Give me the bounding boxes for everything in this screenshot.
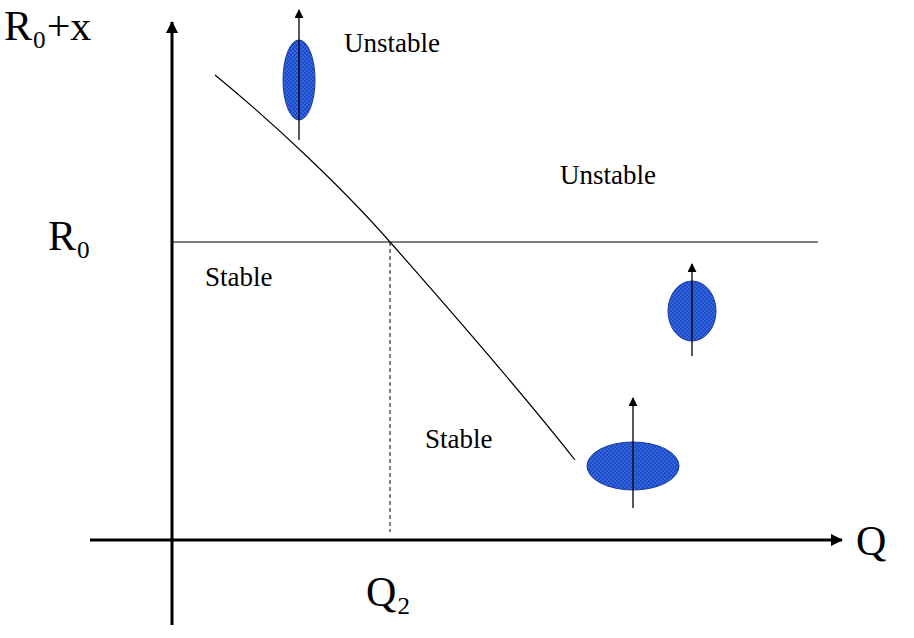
region-label: Unstable [560,160,656,191]
threshold-line [172,242,818,243]
spin-arrow [298,10,299,140]
x-axis [90,539,842,542]
region-label: Stable [425,424,493,455]
y-axis [171,22,174,625]
axis-tick-label: R₀ [48,212,91,260]
spin-arrow [691,264,692,356]
region-label: Stable [205,262,273,293]
region-label: Unstable [344,28,440,59]
axis-title: R₀+x [4,2,91,50]
spin-arrow [632,398,633,508]
dashed-guide [390,242,391,532]
axis-tick-label: Q₂ [366,568,411,616]
axis-title: Q [856,517,886,565]
